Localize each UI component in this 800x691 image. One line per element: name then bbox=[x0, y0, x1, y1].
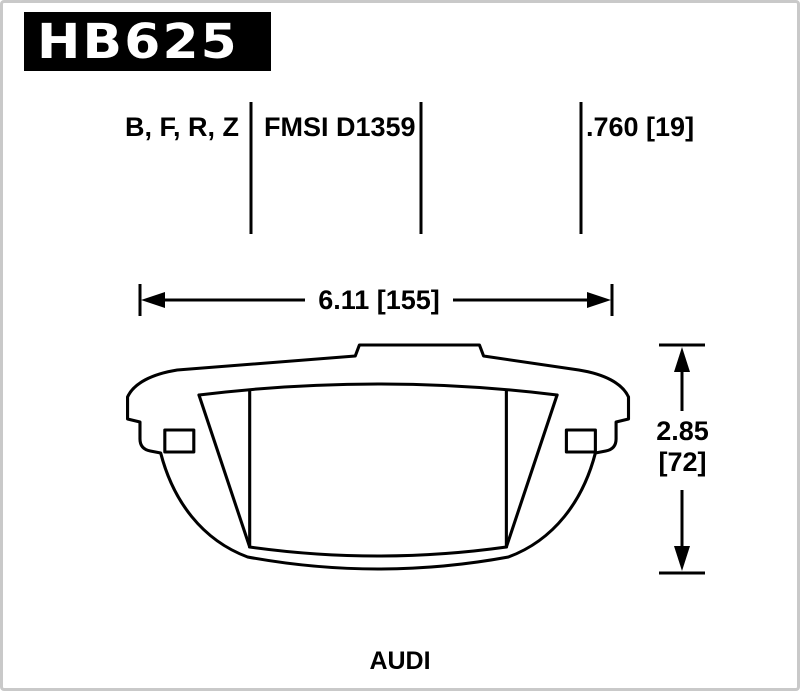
pad-friction-right-slant bbox=[504, 393, 559, 549]
height-dim-arrow-down-icon bbox=[674, 546, 690, 571]
width-dim-arrow-right-icon bbox=[587, 292, 611, 308]
pad-backing-plate-outline bbox=[126, 343, 631, 571]
height-dimension-inches: 2.85 bbox=[656, 416, 709, 446]
technical-drawing bbox=[126, 102, 705, 575]
height-dimension-label: 2.85 [72] bbox=[644, 414, 721, 480]
vehicle-label: AUDI bbox=[369, 647, 431, 675]
pad-left-abutment bbox=[163, 428, 196, 454]
pad-right-abutment bbox=[564, 428, 597, 454]
width-dimension bbox=[138, 284, 614, 316]
pad-friction-left-slant bbox=[197, 393, 252, 549]
height-dim-arrow-up-icon bbox=[674, 347, 690, 372]
thickness-label: .760 [19] bbox=[586, 112, 695, 142]
height-dimension bbox=[659, 343, 705, 575]
width-dimension-label: 6.11 [155] bbox=[305, 283, 453, 317]
part-number: HB625 bbox=[37, 13, 239, 70]
part-number-box: HB625 bbox=[24, 12, 271, 71]
compounds-label: B, F, R, Z bbox=[125, 112, 239, 142]
height-dimension-mm: [72] bbox=[658, 447, 707, 477]
pad-friction-bottom-edge bbox=[248, 545, 508, 558]
fmsi-label: FMSI D1359 bbox=[264, 112, 416, 142]
brake-pad-outline bbox=[126, 343, 631, 571]
pad-friction-top-edge bbox=[197, 382, 559, 397]
width-dim-arrow-left-icon bbox=[141, 292, 165, 308]
